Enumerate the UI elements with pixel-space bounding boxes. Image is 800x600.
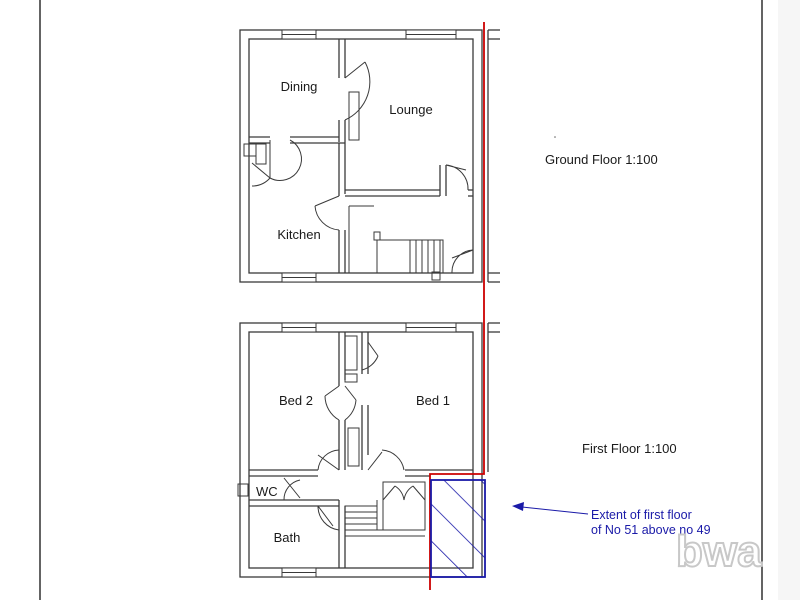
first-floor-title: First Floor 1:100 — [582, 441, 677, 456]
annotation-arrow — [512, 502, 589, 515]
room-label-bed1: Bed 1 — [416, 393, 450, 408]
ground-floor-walls — [239, 29, 500, 283]
room-label-dining: Dining — [281, 79, 318, 94]
room-label-bed2: Bed 2 — [279, 393, 313, 408]
bwa-watermark-logo: bwa — [675, 526, 763, 577]
sheet-border — [39, 0, 800, 600]
room-label-kitchen: Kitchen — [277, 227, 320, 242]
ground-floor-windows — [281, 29, 457, 283]
ground-floor-title: Ground Floor 1:100 — [545, 152, 658, 167]
room-label-wc: WC — [256, 484, 278, 499]
annotation-line-1: Extent of first floor — [591, 508, 692, 522]
annotation-line-2: of No 51 above no 49 — [591, 523, 711, 537]
boundary-line — [429, 22, 485, 590]
ground-floor-plan: Dining Lounge Kitchen — [239, 29, 500, 283]
ground-floor-doors — [251, 61, 474, 274]
watermark-text: bwa — [676, 527, 762, 576]
first-floor-windows — [281, 322, 457, 578]
first-floor-walls — [237, 322, 500, 578]
room-label-lounge: Lounge — [389, 102, 432, 117]
first-floor-doors — [283, 341, 426, 531]
room-label-bath: Bath — [274, 530, 301, 545]
first-floor-plan: Bed 2 Bed 1 WC Bath — [237, 322, 500, 578]
extent-hatched-area — [430, 479, 486, 578]
